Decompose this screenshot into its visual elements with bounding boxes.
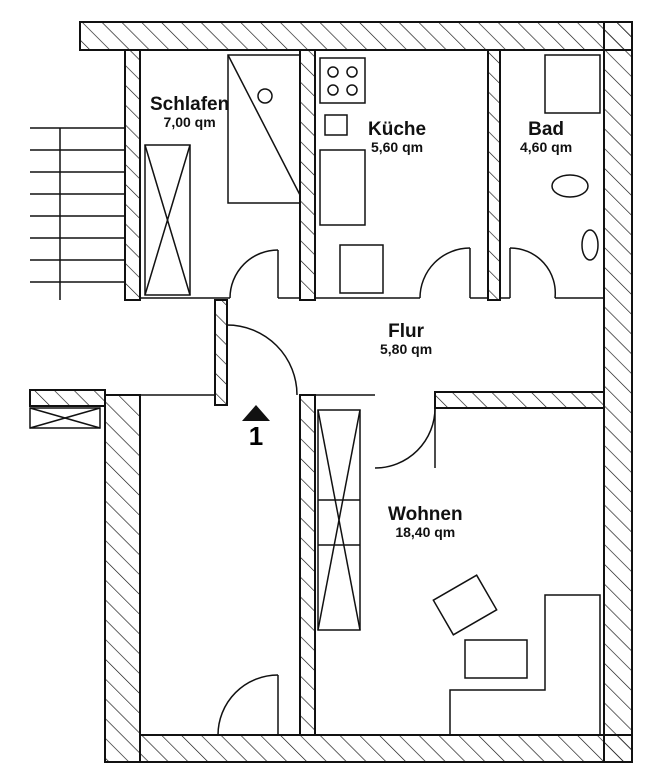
room-wohnen: Wohnen 18,40 qm bbox=[388, 505, 463, 540]
room-bad: Bad 4,60 qm bbox=[520, 120, 572, 155]
room-area: 7,00 qm bbox=[163, 113, 216, 130]
room-area: 18,40 qm bbox=[395, 523, 456, 540]
room-kueche: Küche 5,60 qm bbox=[368, 120, 426, 155]
triangle-icon bbox=[242, 405, 270, 421]
room-area: 5,80 qm bbox=[380, 340, 433, 357]
room-area: 4,60 qm bbox=[520, 138, 573, 155]
entrance-marker: 1 bbox=[242, 405, 270, 452]
room-name: Schlafen bbox=[150, 94, 230, 115]
room-name: Küche bbox=[368, 119, 427, 140]
room-name: Bad bbox=[528, 119, 565, 140]
interior-lines bbox=[29, 54, 604, 736]
room-area: 5,60 qm bbox=[370, 138, 424, 155]
entrance-number: 1 bbox=[248, 421, 264, 451]
stairs bbox=[30, 127, 125, 300]
room-name: Flur bbox=[388, 321, 425, 342]
walls bbox=[29, 21, 633, 763]
room-name: Wohnen bbox=[388, 504, 463, 525]
room-schlafen: Schlafen 7,00 qm bbox=[150, 95, 229, 130]
room-flur: Flur 5,80 qm bbox=[380, 322, 432, 357]
